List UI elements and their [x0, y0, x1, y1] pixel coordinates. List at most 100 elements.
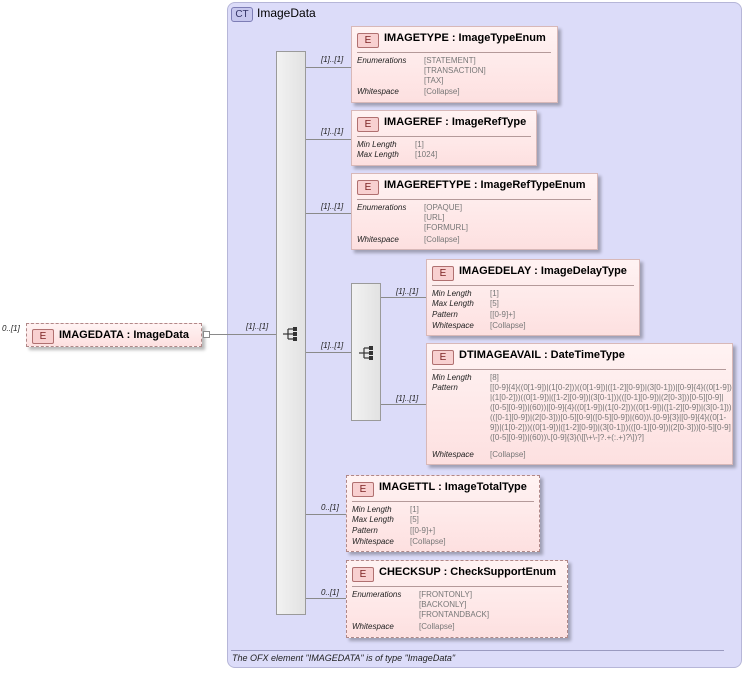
sequence-cardinality: [1]..[1] [246, 322, 269, 331]
facet-label: Whitespace [357, 235, 399, 244]
facet-value: [1] [415, 140, 424, 149]
sequence-icon [359, 346, 373, 360]
facet-value: [FORMURL] [424, 223, 468, 232]
root-element-box[interactable]: E IMAGEDATA : ImageData [26, 323, 202, 347]
inner-sequence-cardinality: [1]..[1] [321, 341, 344, 350]
facet-value: [TRANSACTION] [424, 66, 486, 75]
facet-label: Min Length [432, 373, 472, 382]
facet-label: Enumerations [352, 590, 402, 599]
imagereftype-cardinality: [1]..[1] [321, 202, 344, 211]
facet-label: Min Length [432, 289, 472, 298]
element-badge: E [352, 567, 374, 582]
facet-label: Whitespace [432, 321, 474, 330]
element-title: IMAGEDELAY : ImageDelayType [459, 265, 627, 277]
element-badge: E [32, 329, 54, 344]
facet-value: [OPAQUE] [424, 203, 463, 212]
facet-label: Pattern [432, 310, 458, 319]
element-separator [357, 136, 531, 137]
inner-sequence-compositor[interactable] [351, 283, 381, 421]
facet-value: [1024] [415, 150, 438, 159]
element-checksup[interactable]: E CHECKSUP : CheckSupportEnum Enumeratio… [346, 560, 568, 638]
facet-label: Whitespace [352, 622, 394, 631]
element-separator [357, 52, 551, 53]
facet-label: Max Length [432, 299, 474, 308]
element-badge: E [432, 350, 454, 365]
facet-value: [Collapse] [419, 622, 455, 631]
facet-value: [URL] [424, 213, 445, 222]
facet-value: [Collapse] [424, 235, 460, 244]
imagettl-cardinality: 0..[1] [321, 503, 339, 512]
connector-line [306, 67, 351, 68]
element-title: CHECKSUP : CheckSupportEnum [379, 566, 557, 578]
facet-label: Max Length [352, 515, 394, 524]
facet-value: [STATEMENT] [424, 56, 476, 65]
element-separator [432, 285, 634, 286]
description-separator [231, 650, 724, 651]
imagetype-cardinality: [1]..[1] [321, 55, 344, 64]
sequence-icon [283, 327, 297, 341]
complex-type-description: The OFX element "IMAGEDATA" is of type "… [232, 653, 456, 663]
element-imagedelay[interactable]: E IMAGEDELAY : ImageDelayType Min Length… [426, 259, 640, 336]
element-title: DTIMAGEAVAIL : DateTimeType [459, 349, 625, 361]
connector-line [306, 139, 351, 140]
root-cardinality: 0..[1] [2, 324, 20, 333]
complex-type-name: ImageData [257, 6, 316, 20]
element-badge: E [432, 266, 454, 281]
element-title: IMAGETYPE : ImageTypeEnum [384, 32, 546, 44]
facet-label: Pattern [432, 383, 458, 392]
connector-line [306, 598, 346, 599]
expand-toggle[interactable] [203, 331, 210, 338]
facet-label: Whitespace [357, 87, 399, 96]
element-imageref[interactable]: E IMAGEREF : ImageRefType Min Length [1]… [351, 110, 537, 166]
facet-value: [Collapse] [490, 450, 526, 459]
facet-value: [1] [490, 289, 499, 298]
root-element-name: IMAGEDATA : ImageData [59, 329, 189, 341]
element-separator [357, 199, 591, 200]
element-imagettl[interactable]: E IMAGETTL : ImageTotalType Min Length [… [346, 475, 540, 552]
imageref-cardinality: [1]..[1] [321, 127, 344, 136]
facet-label: Enumerations [357, 203, 407, 212]
element-badge: E [357, 33, 379, 48]
facet-value: [8] [490, 373, 499, 382]
element-dtimageavail[interactable]: E DTIMAGEAVAIL : DateTimeType Min Length… [426, 343, 733, 465]
facet-label: Whitespace [432, 450, 474, 459]
element-separator [432, 369, 726, 370]
facet-label: Min Length [357, 140, 397, 149]
element-imagetype[interactable]: E IMAGETYPE : ImageTypeEnum Enumerations… [351, 26, 558, 103]
element-badge: E [357, 117, 379, 132]
facet-value: [FRONTONLY] [419, 590, 473, 599]
facet-value: [[0-9]+] [410, 526, 436, 535]
facet-value: [5] [410, 515, 419, 524]
checksup-cardinality: 0..[1] [321, 588, 339, 597]
element-title: IMAGEREF : ImageRefType [384, 116, 527, 128]
facet-value: [BACKONLY] [419, 600, 467, 609]
element-badge: E [357, 180, 379, 195]
connector-line [210, 334, 276, 335]
element-imagereftype[interactable]: E IMAGEREFTYPE : ImageRefTypeEnum Enumer… [351, 173, 598, 250]
pattern-value: [[0-9]{4}((0[1-9])|(1[0-2]))((0[1-9])|([… [490, 383, 732, 442]
facet-value: [Collapse] [490, 321, 526, 330]
facet-value: [Collapse] [410, 537, 446, 546]
facet-value: [5] [490, 299, 499, 308]
element-title: IMAGETTL : ImageTotalType [379, 481, 527, 493]
connector-line [306, 514, 346, 515]
element-badge: E [352, 482, 374, 497]
element-title: IMAGEREFTYPE : ImageRefTypeEnum [384, 179, 586, 191]
connector-line [306, 213, 351, 214]
connector-line [381, 297, 426, 298]
facet-label: Min Length [352, 505, 392, 514]
facet-label: Enumerations [357, 56, 407, 65]
dtimageavail-cardinality: [1]..[1] [396, 394, 419, 403]
element-separator [352, 501, 534, 502]
element-separator [352, 586, 562, 587]
facet-label: Pattern [352, 526, 378, 535]
sequence-compositor[interactable] [276, 51, 306, 615]
connector-line [381, 404, 426, 405]
facet-value: [Collapse] [424, 87, 460, 96]
facet-value: [FRONTANDBACK] [419, 610, 490, 619]
facet-label: Max Length [357, 150, 399, 159]
facet-value: [[0-9]+] [490, 310, 516, 319]
imagedelay-cardinality: [1]..[1] [396, 287, 419, 296]
facet-value: [TAX] [424, 76, 444, 85]
facet-value: [1] [410, 505, 419, 514]
